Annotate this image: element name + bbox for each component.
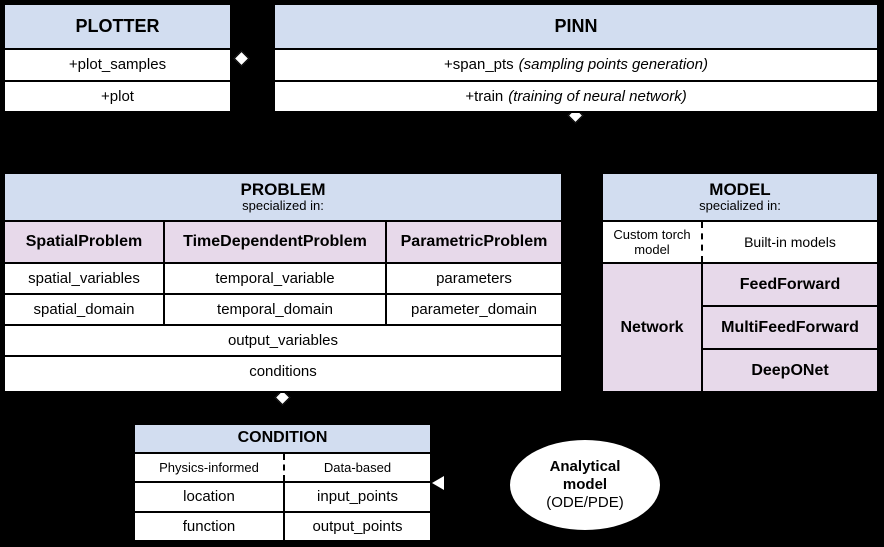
condition-category-label: Data-based bbox=[323, 459, 392, 475]
problem-subtitle: specialized in: bbox=[242, 198, 324, 214]
problem-attribute-label: temporal_variable bbox=[215, 270, 335, 287]
condition-attribute-label: location bbox=[183, 488, 235, 506]
problem-specialization-label: TimeDependentProblem bbox=[183, 233, 367, 250]
problem-header: PROBLEM specialized in: bbox=[5, 174, 561, 222]
model-category-label: Custom torch model bbox=[613, 227, 691, 257]
pinn-method-note: (training of neural network) bbox=[508, 88, 687, 106]
connector-fork-to-problem bbox=[283, 142, 285, 174]
problem-attribute-cell[interactable]: temporal_variable bbox=[163, 264, 385, 293]
model-category-custom[interactable]: Custom torch model bbox=[603, 222, 701, 262]
problem-title: PROBLEM bbox=[240, 179, 326, 199]
problem-attribute-row: spatial_variables temporal_variable para… bbox=[5, 262, 561, 293]
condition-attribute-cell[interactable]: input_points bbox=[283, 483, 430, 511]
pinn-method-row[interactable]: +span_pts (sampling points generation) bbox=[275, 49, 877, 81]
condition-class-box: CONDITION Physics-informed Data-based lo… bbox=[133, 423, 432, 542]
plotter-title: PLOTTER bbox=[75, 15, 160, 36]
plotter-method-row[interactable]: +plot_samples bbox=[5, 49, 230, 81]
condition-attribute-row: function output_points bbox=[135, 510, 430, 541]
model-header: MODEL specialized in: bbox=[603, 174, 877, 222]
pinn-method-row[interactable]: +train (training of neural network) bbox=[275, 80, 877, 111]
plotter-header: PLOTTER bbox=[5, 5, 230, 50]
plotter-class-box: PLOTTER +plot_samples +plot bbox=[3, 3, 232, 113]
plotter-method-label: +plot_samples bbox=[68, 56, 167, 74]
problem-specialization-label: SpatialProblem bbox=[25, 233, 143, 250]
pinn-method-name: +train bbox=[465, 88, 504, 106]
condition-category-label: Physics-informed bbox=[159, 459, 259, 475]
pinn-title: PINN bbox=[554, 15, 598, 36]
condition-attribute-cell[interactable]: output_points bbox=[283, 512, 430, 541]
problem-shared-row[interactable]: output_variables bbox=[5, 324, 561, 355]
problem-attribute-label: parameter_domain bbox=[411, 301, 537, 318]
problem-specialization-timedependent[interactable]: TimeDependentProblem bbox=[163, 222, 385, 262]
pinn-method-name: +span_pts bbox=[444, 56, 514, 74]
model-category-builtin[interactable]: Built-in models bbox=[701, 222, 877, 262]
analytical-model-ellipse[interactable]: Analytical model (ODE/PDE) bbox=[508, 438, 662, 532]
pinn-class-box: PINN +span_pts (sampling points generati… bbox=[273, 3, 879, 113]
plotter-method-label: +plot bbox=[101, 88, 134, 106]
condition-category-data[interactable]: Data-based bbox=[283, 453, 430, 482]
analytical-model-line3: (ODE/PDE) bbox=[546, 494, 624, 511]
pinn-header: PINN bbox=[275, 5, 877, 50]
problem-attribute-cell[interactable]: parameters bbox=[385, 264, 561, 293]
problem-shared-label: output_variables bbox=[227, 332, 339, 349]
connector-plotter-pinn bbox=[232, 57, 274, 59]
problem-attribute-label: parameters bbox=[436, 270, 512, 287]
problem-class-box: PROBLEM specialized in: SpatialProblem T… bbox=[3, 172, 563, 393]
condition-header: CONDITION bbox=[135, 425, 430, 454]
problem-shared-label: conditions bbox=[249, 363, 317, 380]
model-subtitle: specialized in: bbox=[699, 198, 781, 214]
model-builtin-label: MultiFeedForward bbox=[721, 318, 859, 336]
connector-problem-condition bbox=[281, 392, 283, 424]
problem-attribute-cell[interactable]: parameter_domain bbox=[385, 295, 561, 324]
condition-attribute-label: input_points bbox=[317, 488, 398, 506]
problem-attribute-cell[interactable]: spatial_domain bbox=[5, 295, 163, 324]
problem-attribute-cell[interactable]: spatial_variables bbox=[5, 264, 163, 293]
model-body: Network FeedForward MultiFeedForward Dee… bbox=[603, 262, 877, 391]
problem-attribute-label: spatial_variables bbox=[28, 270, 140, 287]
model-custom-network[interactable]: Network bbox=[603, 264, 701, 391]
problem-specialization-parametric[interactable]: ParametricProblem bbox=[385, 222, 561, 262]
problem-specialization-label: ParametricProblem bbox=[400, 233, 548, 250]
model-builtin-item[interactable]: DeepONet bbox=[703, 348, 877, 391]
model-category-row: Custom torch model Built-in models bbox=[603, 222, 877, 262]
model-custom-label: Network bbox=[620, 318, 684, 336]
problem-attribute-row: spatial_domain temporal_domain parameter… bbox=[5, 293, 561, 324]
condition-title: CONDITION bbox=[237, 429, 328, 447]
problem-specialization-row: SpatialProblem TimeDependentProblem Para… bbox=[5, 222, 561, 262]
connector-pinn-down bbox=[574, 110, 576, 144]
model-class-box: MODEL specialized in: Custom torch model… bbox=[601, 172, 879, 393]
model-builtin-label: DeepONet bbox=[751, 361, 829, 379]
connector-fork-to-model bbox=[742, 142, 744, 174]
problem-attribute-label: temporal_domain bbox=[217, 301, 333, 318]
condition-category-row: Physics-informed Data-based bbox=[135, 453, 430, 482]
model-category-label: Built-in models bbox=[744, 234, 836, 250]
condition-attribute-label: function bbox=[182, 517, 236, 535]
condition-attribute-cell[interactable]: location bbox=[135, 483, 283, 511]
condition-attribute-row: location input_points bbox=[135, 481, 430, 511]
model-title: MODEL bbox=[709, 179, 771, 199]
problem-shared-row[interactable]: conditions bbox=[5, 355, 561, 386]
connector-analytical-condition bbox=[440, 482, 510, 484]
problem-attribute-label: spatial_domain bbox=[33, 301, 135, 318]
arrowhead-to-condition bbox=[432, 476, 444, 490]
condition-attribute-label: output_points bbox=[312, 517, 403, 535]
problem-specialization-spatial[interactable]: SpatialProblem bbox=[5, 222, 163, 262]
analytical-model-line2: model bbox=[562, 476, 608, 493]
problem-attribute-cell[interactable]: temporal_domain bbox=[163, 295, 385, 324]
pinn-method-note: (sampling points generation) bbox=[518, 56, 708, 74]
model-builtin-item[interactable]: FeedForward bbox=[703, 264, 877, 305]
model-builtin-item[interactable]: MultiFeedForward bbox=[703, 305, 877, 348]
condition-category-physics[interactable]: Physics-informed bbox=[135, 454, 283, 482]
condition-attribute-cell[interactable]: function bbox=[135, 513, 283, 541]
plotter-method-row[interactable]: +plot bbox=[5, 80, 230, 111]
connector-fork-horizontal bbox=[283, 142, 744, 144]
aggregation-diamond-plotter bbox=[233, 50, 250, 67]
analytical-model-line1: Analytical bbox=[549, 458, 621, 475]
model-builtin-list: FeedForward MultiFeedForward DeepONet bbox=[701, 264, 877, 391]
model-builtin-label: FeedForward bbox=[739, 275, 841, 293]
